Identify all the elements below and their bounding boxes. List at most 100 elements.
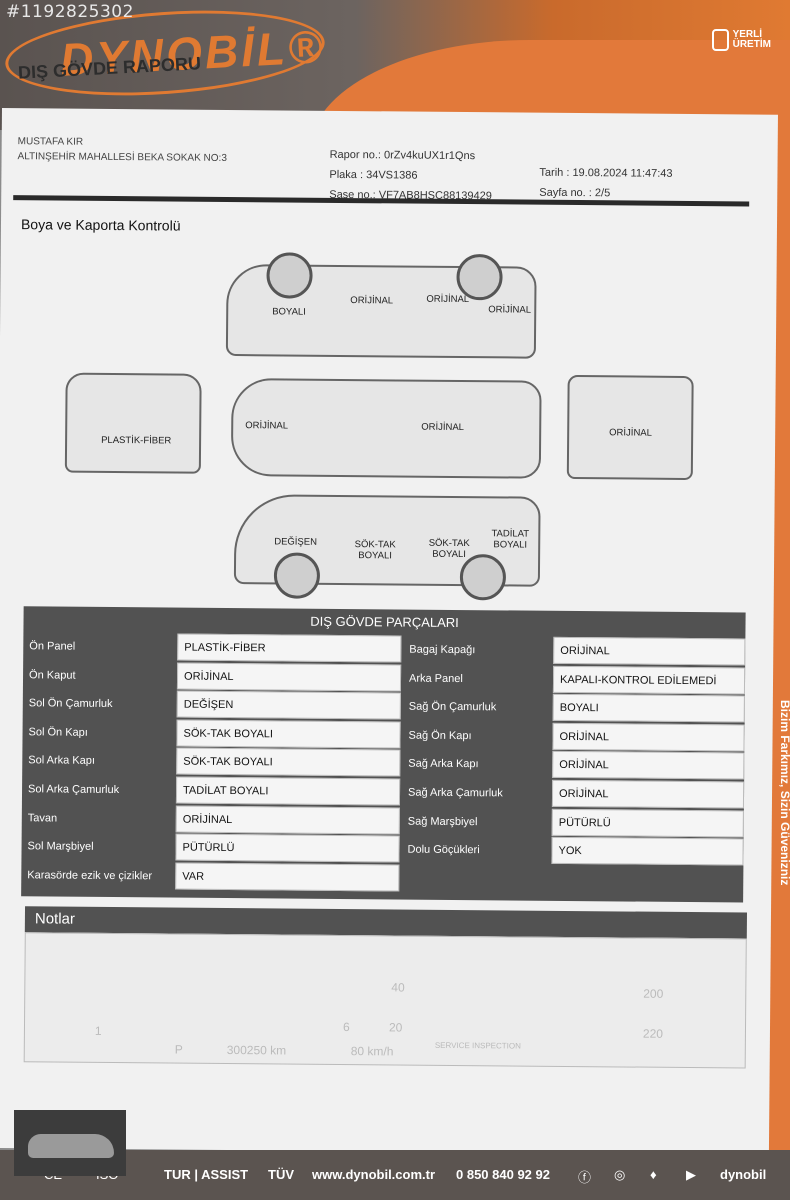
part-status: SÖK-TAK BOYALI [176, 719, 401, 749]
part-name: Tavan [27, 811, 58, 825]
part-name: Sağ Marşbiyel [407, 815, 478, 828]
report-date: Tarih : 19.08.2024 11:47:43 [539, 166, 673, 180]
side-slogan: Bizim Farkımız, Sizin Güvenizniz [778, 700, 790, 886]
part-name: Ön Panel [29, 640, 76, 653]
customer-address: ALTINŞEHİR MAHALLESİ BEKA SOKAK NO:3 [17, 151, 227, 164]
top-side-label-4: ORİJİNAL [488, 304, 532, 316]
rear-label: ORİJİNAL [609, 427, 653, 439]
footer: CE ISO TUR | ASSIST TÜV www.dynobil.com.… [0, 1150, 790, 1200]
facebook-icon[interactable]: ⓕ [578, 1170, 592, 1185]
tuv-logo: TÜV [268, 1167, 294, 1182]
twitter-icon[interactable]: ♦ [650, 1167, 657, 1182]
dash-number: 40 [391, 980, 405, 995]
part-status: TADİLAT BOYALI [175, 776, 401, 806]
part-status: ORİJİNAL [552, 722, 745, 752]
part-name: Sağ Ön Çamurluk [408, 700, 497, 714]
dash-number: 20 [388, 1020, 403, 1035]
tur-assist: TUR | ASSIST [164, 1167, 249, 1182]
dash-service: SERVICE INSPECTION [434, 1040, 521, 1051]
part-name: Sol Arka Çamurluk [28, 783, 120, 797]
part-name: Karasörde ezik ve çizikler [27, 869, 153, 883]
table-row: Sol Ön Çamurluk DEĞİŞEN [23, 689, 403, 720]
part-status: ORİJİNAL [552, 751, 745, 780]
dash-odometer: 300250 km [226, 1042, 287, 1058]
yerli-uretim-badge: YERLİ ÜRETİM [712, 26, 782, 54]
part-status: PÜTÜRLÜ [175, 833, 400, 863]
bottom-side-label-2: SÖK-TAK BOYALI [354, 539, 396, 562]
youtube-icon[interactable]: ▶ [686, 1167, 696, 1182]
part-name: Sol Marşbiyel [27, 840, 94, 854]
bottom-side-label-3: SÖK-TAK BOYALI [428, 537, 470, 561]
table-row: Dolu Göçükleri YOK [401, 836, 744, 867]
table-row: Arka Panel KAPALI-KONTROL EDİLEMEDİ [403, 664, 746, 695]
notes-body: 1 6 20 40 200 220 P 300250 km 80 km/h SE… [23, 932, 747, 1069]
part-status: VAR [175, 862, 400, 892]
section-title: Boya ve Kaporta Kontrolü [20, 216, 181, 234]
report-meta: Rapor no.: 0rZv4kuUX1r1Qns Plaka : 34VS1… [329, 145, 492, 206]
car-thumbnail-icon [28, 1134, 114, 1158]
wheel-icon [266, 252, 313, 299]
part-name: Sol Ön Çamurluk [28, 697, 113, 711]
top-side-label-1: BOYALI [272, 306, 306, 318]
report-number: Rapor no.: 0rZv4kuUX1r1Qns [329, 148, 476, 163]
wheel-icon [459, 554, 507, 601]
table-row: Sağ Marşbiyel PÜTÜRLÜ [402, 807, 744, 838]
table-row: Sol Marşbiyel PÜTÜRLÜ [21, 832, 401, 863]
bottom-side-label-4: TADİLAT BOYALI [491, 528, 530, 551]
phone-number[interactable]: 0 850 840 92 92 [456, 1167, 550, 1182]
part-status: ORİJİNAL [551, 779, 745, 809]
part-status: YOK [551, 837, 744, 866]
instagram-icon[interactable]: ◎ [614, 1167, 626, 1182]
table-row: Sağ Arka Kapı ORİJİNAL [402, 750, 745, 781]
table-row: Ön Panel PLASTİK-FİBER [23, 632, 403, 663]
roof-left-label: ORİJİNAL [245, 420, 289, 432]
thumbnail-image [14, 1110, 126, 1176]
table-row: Sağ Ön Kapı ORİJİNAL [402, 721, 745, 752]
dash-number: 200 [643, 986, 664, 1001]
dash-number: 6 [342, 1020, 350, 1035]
part-name: Sağ Ön Kapı [408, 729, 472, 742]
part-status: ORİJİNAL [553, 636, 746, 666]
report-page: MUSTAFA KIR ALTINŞEHİR MAHALLESİ BEKA SO… [0, 108, 778, 1155]
part-name: Sol Arka Kapı [28, 754, 96, 768]
wheel-icon [273, 552, 321, 599]
part-status: SÖK-TAK BOYALI [176, 747, 401, 777]
top-side-label-2: ORİJİNAL [350, 295, 394, 307]
part-status: ORİJİNAL [175, 805, 400, 835]
report-date-meta: Tarih : 19.08.2024 11:47:43 Sayfa no. : … [539, 163, 672, 204]
part-name: Bagaj Kapağı [409, 643, 476, 657]
part-status: PLASTİK-FİBER [177, 633, 402, 663]
part-status: DEĞİŞEN [176, 690, 401, 720]
plate-number: Plaka : 34VS1386 [329, 168, 418, 182]
table-row: Sol Arka Çamurluk TADİLAT BOYALI [22, 775, 402, 806]
top-side-label-3: ORİJİNAL [426, 293, 470, 306]
listing-id-watermark: #1192825302 [6, 2, 134, 22]
table-row: Tavan ORİJİNAL [22, 804, 402, 835]
part-name: Arka Panel [408, 672, 463, 685]
dash-number: 220 [642, 1026, 664, 1041]
part-name: Sağ Arka Çamurluk [407, 786, 503, 800]
car-front [64, 372, 202, 474]
part-status: KAPALI-KONTROL EDİLEMEDİ [552, 665, 746, 695]
table-row: Sağ Arka Çamurluk ORİJİNAL [402, 779, 745, 810]
part-name: Ön Kaput [29, 668, 76, 682]
table-row: Karasörde ezik ve çizikler VAR [21, 861, 401, 892]
website-link[interactable]: www.dynobil.com.tr [312, 1167, 436, 1182]
part-name: Sağ Arka Kapı [408, 757, 479, 771]
front-label: PLASTİK-FİBER [101, 434, 172, 447]
part-name: Dolu Göçükleri [407, 843, 480, 857]
car-diagram: BOYALI ORİJİNAL ORİJİNAL ORİJİNAL PLASTİ… [38, 238, 741, 604]
dash-gear: P [174, 1042, 183, 1057]
bottom-side-label-1: DEĞİŞEN [274, 536, 318, 548]
part-name: Sol Ön Kapı [28, 726, 88, 739]
table-row: Bagaj Kapağı ORİJİNAL [403, 636, 746, 667]
footer-brand: dynobil [720, 1167, 767, 1182]
roof-label: ORİJİNAL [421, 421, 465, 434]
table-row: Sol Arka Kapı SÖK-TAK BOYALI [22, 747, 402, 778]
dash-number: 1 [94, 1023, 102, 1038]
customer-info: MUSTAFA KIR ALTINŞEHİR MAHALLESİ BEKA SO… [18, 134, 228, 166]
part-status: PÜTÜRLÜ [551, 808, 744, 838]
table-row: Sol Ön Kapı SÖK-TAK BOYALI [22, 718, 402, 749]
